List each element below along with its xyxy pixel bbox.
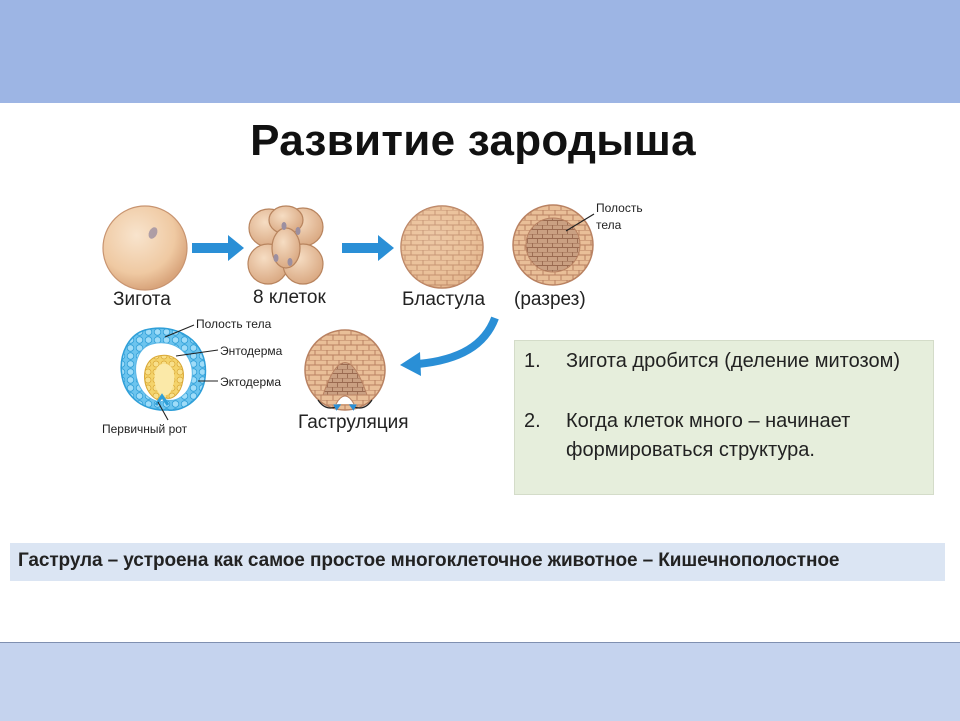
label-blastula: Блaстула [402,289,486,310]
curved-arrow-icon [400,316,499,376]
bottom-band [0,642,960,721]
gastrulation-embryo [304,329,386,411]
blastula-section [512,204,595,286]
eight-cell-embryo [247,205,324,285]
label-eight-cells: 8 клеток [253,287,326,308]
label-section: (разрез) [514,289,586,310]
blastula-cell [400,205,484,289]
label-zygote: Зигота [113,289,171,310]
label-gastrulation: Гаструляция [298,412,409,433]
note-number: 1. [524,350,541,372]
label-blastula-cavity-2: тела [596,218,622,232]
zygote-cell [102,205,188,291]
summary-banner: Гаструла – устроена как самое простое мн… [10,543,945,581]
notes-box: 1. Зигота дробится (деление митозом) 2. … [514,340,934,495]
label-gastrula-cavity: Полость тела [196,317,272,331]
label-ectoderm: Эктодерма [220,375,282,389]
label-blastula-cavity-1: Полость [596,201,643,215]
label-endoderm: Энтодерма [220,344,283,358]
page-title: Развитие зародыша [250,116,696,165]
note-text: Зигота дробится (деление митозом) [566,350,900,372]
arrow-right-icon [342,235,394,261]
top-band [0,0,960,103]
label-primary-mouth: Первичный рот [102,422,188,436]
arrow-right-icon [192,235,244,261]
gastrula-section [120,324,219,421]
note-number: 2. [524,410,541,432]
note-text: Когда клеток много – начинает формироват… [566,410,851,461]
